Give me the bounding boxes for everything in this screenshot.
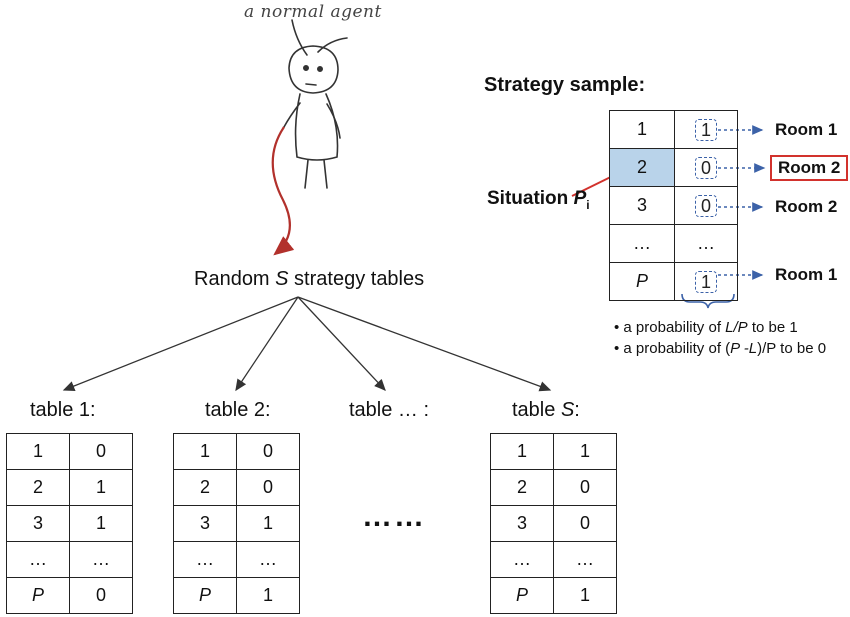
table-s-title: table S: — [512, 399, 580, 421]
sample-bit-cell: … — [674, 224, 738, 263]
situation-cell: 3 — [6, 505, 70, 542]
probability-notes: • a probability of L/P to be 1 • a proba… — [614, 317, 826, 359]
room-label: Room 1 — [775, 120, 838, 139]
fanout-arrows — [62, 296, 552, 392]
situation-cell: P — [490, 577, 554, 614]
decision-cell: 0 — [553, 505, 617, 542]
situation-cell: … — [490, 541, 554, 578]
note-2: • a probability of (P -L)/P to be 0 — [614, 340, 827, 357]
decision-cell: 0 — [553, 469, 617, 506]
decision-cell: 0 — [236, 469, 300, 506]
sample-bit-cell: 1 — [674, 110, 738, 149]
bit-dashed-box: 1 — [694, 270, 717, 293]
situation-cell: 1 — [6, 433, 70, 470]
bit-dashed-box: 0 — [694, 156, 717, 179]
decision-cell: 1 — [69, 505, 133, 542]
situation-cell: 2 — [173, 469, 237, 506]
situation-var: P — [573, 188, 587, 209]
decision-cell: 1 — [553, 433, 617, 470]
table-row: …… — [490, 541, 617, 578]
decision-cell: 1 — [553, 577, 617, 614]
situation-cell: 1 — [173, 433, 237, 470]
decision-cell: 0 — [69, 577, 133, 614]
random-tables-label: Random S strategy tables — [194, 268, 424, 291]
table-row: …… — [6, 541, 133, 578]
random-label-prefix: Random — [194, 268, 276, 290]
red-tail-arrow — [271, 126, 295, 256]
room-label-highlighted: Room 2 — [770, 155, 849, 181]
agent-caption: a normal agent — [244, 2, 382, 22]
situation-cell: 3 — [173, 505, 237, 542]
situation-sub: i — [586, 197, 590, 212]
agent-figure-icon — [283, 19, 348, 189]
random-label-var: S — [275, 268, 289, 290]
sample-row: …… — [609, 224, 738, 263]
table-ellipsis-title: table … : — [349, 399, 430, 421]
situation-cell: … — [173, 541, 237, 578]
sample-bit-cell: 0 — [674, 186, 738, 225]
decision-cell: … — [236, 541, 300, 578]
bit-dashed-box: 1 — [694, 118, 717, 141]
table-1-title: table 1: — [30, 399, 96, 421]
decision-cell: 1 — [69, 469, 133, 506]
room-label: Room 2 — [775, 197, 838, 216]
sample-index-cell: P — [609, 262, 675, 301]
situation-cell: 2 — [490, 469, 554, 506]
decision-cell: … — [69, 541, 133, 578]
decision-cell: 1 — [236, 577, 300, 614]
sample-index-cell: … — [609, 224, 675, 263]
sample-index-cell: 3 — [609, 186, 675, 225]
room-label: Room 1 — [775, 265, 838, 284]
table-row: …… — [173, 541, 300, 578]
situation-label: Situation Pi — [487, 188, 590, 212]
table-2-title: table 2: — [205, 399, 271, 421]
bit-dashed-box: 0 — [694, 194, 717, 217]
decision-cell: 0 — [69, 433, 133, 470]
random-label-suffix: strategy tables — [288, 268, 425, 290]
sample-bit-cell: 1 — [674, 262, 738, 301]
decision-cell: … — [553, 541, 617, 578]
column-brace — [681, 293, 735, 309]
note-1: • a probability of L/P to be 1 — [614, 319, 798, 336]
situation-prefix: Situation — [487, 188, 574, 209]
tables-ellipsis: …… — [362, 500, 426, 533]
situation-cell: P — [6, 577, 70, 614]
situation-cell: 3 — [490, 505, 554, 542]
sample-bit-cell: 0 — [674, 148, 738, 187]
situation-cell: P — [173, 577, 237, 614]
decision-cell: 1 — [236, 505, 300, 542]
decision-cell: 0 — [236, 433, 300, 470]
sample-index-cell: 2 — [609, 148, 675, 187]
situation-cell: … — [6, 541, 70, 578]
sample-index-cell: 1 — [609, 110, 675, 149]
sample-heading: Strategy sample: — [484, 74, 646, 96]
situation-cell: 1 — [490, 433, 554, 470]
situation-cell: 2 — [6, 469, 70, 506]
